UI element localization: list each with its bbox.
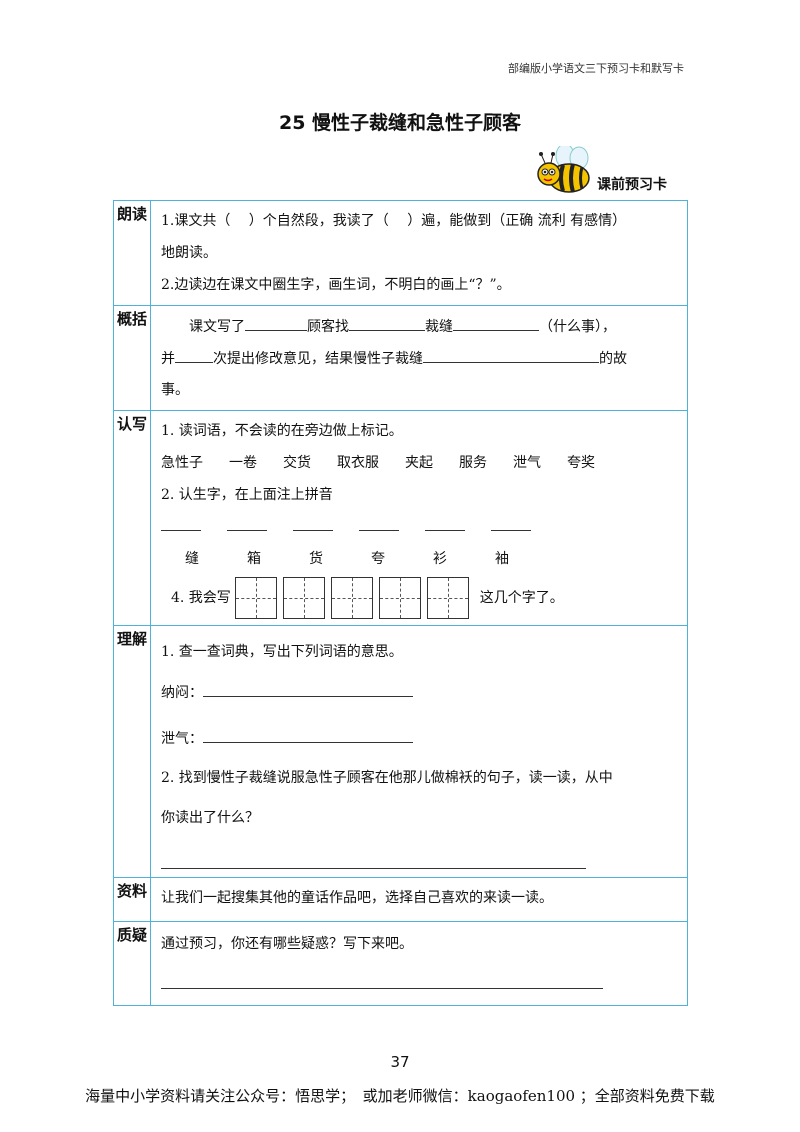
word-item: 夸奖: [567, 455, 595, 471]
row-label-recognize: 认写: [113, 410, 151, 626]
summary-text-c: 裁缝: [425, 319, 453, 335]
understand-line-1: 1. 查一查词典，写出下列词语的意思。: [161, 644, 403, 660]
preview-card-badge: 课前预习卡: [535, 143, 685, 196]
char-item: 衫: [433, 551, 447, 567]
understand-line-2: 2. 找到慢性子裁缝说服急性子顾客在他那儿做棉袄的句子，读一读，从中: [161, 770, 613, 786]
row-label-material: 资料: [113, 877, 151, 922]
word-item: 急性子: [161, 455, 203, 471]
row-read: 朗读 1.课文共（ ）个自然段，我读了（ ）遍，能做到（正确 流利 有感情） 地…: [113, 200, 688, 306]
word-item: 交货: [283, 455, 311, 471]
char-item: 夸: [371, 551, 385, 567]
char-item: 箱: [247, 551, 261, 567]
term-label: 纳闷：: [161, 685, 203, 701]
answer-field[interactable]: [161, 848, 586, 869]
row-label-summary: 概括: [113, 305, 151, 411]
summary-text-a: 课文写了: [189, 319, 245, 335]
material-line-1: 让我们一起搜集其他的童话作品吧，选择自己喜欢的来读一读。: [161, 890, 553, 906]
read-line-2: 地朗读。: [161, 245, 217, 261]
word-item: 取衣服: [337, 455, 379, 471]
char-item: 袖: [495, 551, 509, 567]
blank-field[interactable]: [245, 310, 307, 331]
summary-text-e: 并: [161, 351, 175, 367]
word-item: 夹起: [405, 455, 433, 471]
writing-grid[interactable]: [427, 577, 470, 619]
row-understand: 理解 1. 查一查词典，写出下列词语的意思。 纳闷： 泄气： 2. 找到慢性子裁…: [113, 625, 688, 878]
row-summary: 概括 课文写了 顾客找 裁缝 （什么事）， 并 次提出修改意见，结果慢性子裁缝 的故 事。: [113, 305, 688, 411]
row-question: 质疑 通过预习，你还有哪些疑惑？写下来吧。: [113, 921, 688, 1006]
word-item: 服务: [459, 455, 487, 471]
pinyin-blank[interactable]: [359, 516, 399, 531]
write-row: 4. 我会写 这几个字了。: [161, 575, 679, 621]
blank-field[interactable]: [349, 310, 425, 331]
char-item: 缝: [185, 551, 199, 567]
blank-field[interactable]: [453, 310, 539, 331]
writing-grid[interactable]: [235, 577, 278, 619]
page-header: 部编版小学语文三下预习卡和默写卡: [508, 62, 684, 75]
recognize-line-1: 1. 读词语，不会读的在旁边做上标记。: [161, 423, 403, 439]
page-title: 25 慢性子裁缝和急性子顾客: [278, 112, 522, 134]
pinyin-blank[interactable]: [293, 516, 333, 531]
pinyin-blank[interactable]: [491, 516, 531, 531]
char-list: 缝箱货夸衫袖: [161, 543, 679, 575]
writing-grid[interactable]: [283, 577, 326, 619]
pinyin-lines: [161, 511, 679, 543]
read-line-1: 1.课文共（ ）个自然段，我读了（ ）遍，能做到（正确 流利 有感情）: [161, 213, 627, 229]
badge-label: 课前预习卡: [597, 177, 667, 193]
writing-grid[interactable]: [379, 577, 422, 619]
answer-field[interactable]: [203, 676, 413, 697]
blank-field[interactable]: [423, 342, 599, 363]
pinyin-blank[interactable]: [227, 516, 267, 531]
word-item: 一卷: [229, 455, 257, 471]
blank-field[interactable]: [175, 342, 213, 363]
summary-line-3: 事。: [161, 382, 189, 398]
bee-icon: [537, 143, 590, 193]
row-label-question: 质疑: [113, 921, 151, 1006]
summary-text-f: 次提出修改意见，结果慢性子裁缝: [213, 351, 423, 367]
preview-card-table: 朗读 1.课文共（ ）个自然段，我读了（ ）遍，能做到（正确 流利 有感情） 地…: [113, 200, 688, 1006]
summary-text-b: 顾客找: [307, 319, 349, 335]
term-label: 泄气：: [161, 731, 203, 747]
read-line-3: 2.边读边在课文中圈生字，画生词，不明白的画上“？”。: [161, 277, 511, 293]
question-line-1: 通过预习，你还有哪些疑惑？写下来吧。: [161, 936, 413, 952]
row-recognize: 认写 1. 读词语，不会读的在旁边做上标记。 急性子一卷交货取衣服夹起服务泄气夸…: [113, 410, 688, 626]
understand-line-3: 你读出了什么？: [161, 810, 259, 826]
writing-grid[interactable]: [331, 577, 374, 619]
page-footer: 海量中小学资料请关注公众号：悟思学； 或加老师微信：kaogaofen100 ；…: [85, 1087, 715, 1105]
write-prefix: 4. 我会写: [171, 590, 231, 606]
word-list: 急性子 一卷 交货 取衣服 夹起 服务 泄气 夸奖: [161, 447, 679, 479]
pinyin-blank[interactable]: [161, 516, 201, 531]
answer-field[interactable]: [203, 722, 413, 743]
page-number: 37: [390, 1053, 410, 1071]
row-label-understand: 理解: [113, 625, 151, 878]
summary-text-d: （什么事），: [539, 319, 616, 335]
row-material: 资料 让我们一起搜集其他的童话作品吧，选择自己喜欢的来读一读。: [113, 877, 688, 922]
char-item: 货: [309, 551, 323, 567]
word-item: 泄气: [513, 455, 541, 471]
recognize-line-2: 2. 认生字，在上面注上拼音: [161, 487, 333, 503]
row-label-read: 朗读: [113, 200, 151, 306]
summary-text-g: 的故: [599, 351, 627, 367]
write-suffix: 这几个字了。: [479, 590, 564, 606]
answer-field[interactable]: [161, 968, 603, 989]
pinyin-blank[interactable]: [425, 516, 465, 531]
